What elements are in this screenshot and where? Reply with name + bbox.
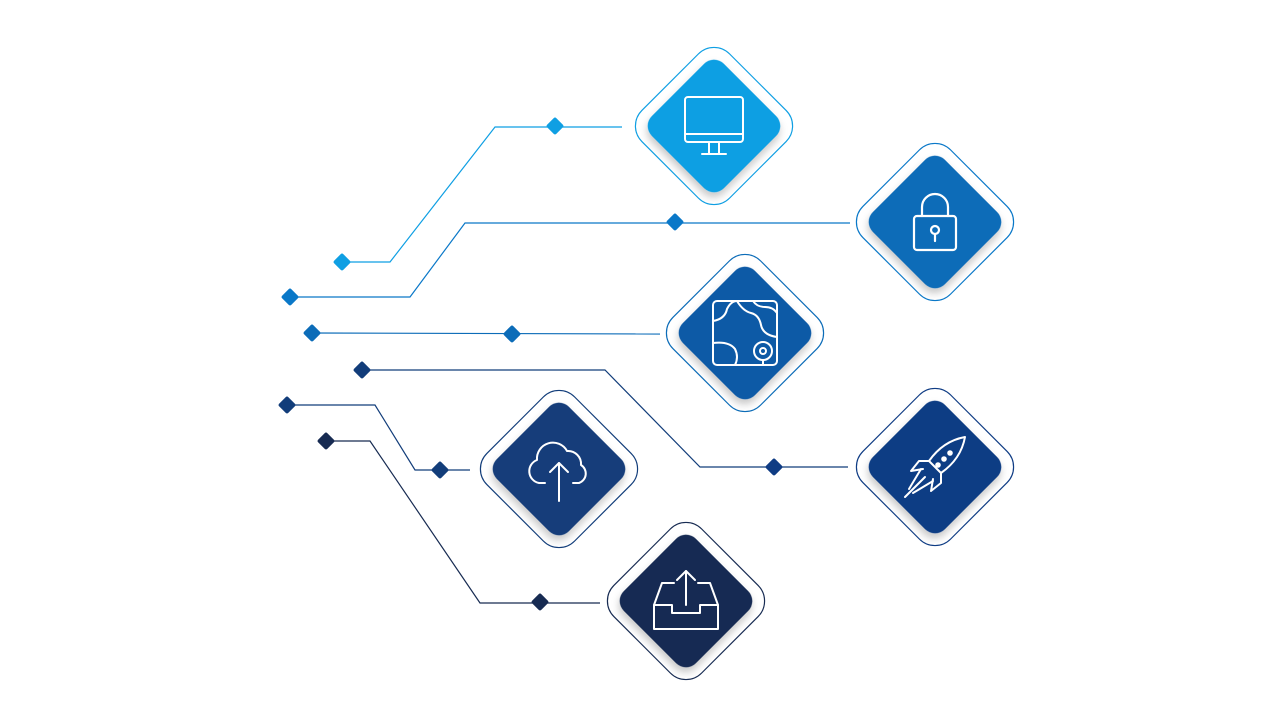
connector-dot (278, 396, 296, 414)
connector-line-cloud-upload (287, 404, 470, 471)
connector-dot (503, 325, 521, 343)
connector-dot (333, 253, 351, 271)
connector-dot (531, 593, 549, 611)
connector-dot (431, 461, 449, 479)
rocket-icon (904, 436, 966, 498)
connector-dot (317, 432, 335, 450)
connector-line-lock (290, 222, 850, 298)
connector-dot (303, 324, 321, 342)
cloud-upload-icon (528, 441, 587, 502)
connector-dot (666, 213, 684, 231)
diamond-node-inbox-upload (606, 521, 766, 681)
diamond-node-monitor (634, 46, 794, 206)
inbox-upload-icon (653, 570, 719, 630)
connector-line-monitor (342, 126, 622, 263)
map-location-icon (712, 300, 778, 366)
lock-icon (912, 192, 958, 252)
connector-dot (765, 458, 783, 476)
monitor-icon (684, 96, 744, 155)
diamond-node-cloud-upload (479, 389, 639, 549)
diamond-node-map (665, 253, 825, 413)
connector-dot (281, 288, 299, 306)
diamond-node-lock (855, 142, 1015, 302)
diamond-node-rocket (855, 387, 1015, 547)
connector-dot (546, 117, 564, 135)
connector-dot (353, 361, 371, 379)
connector-line-map (311, 332, 661, 335)
